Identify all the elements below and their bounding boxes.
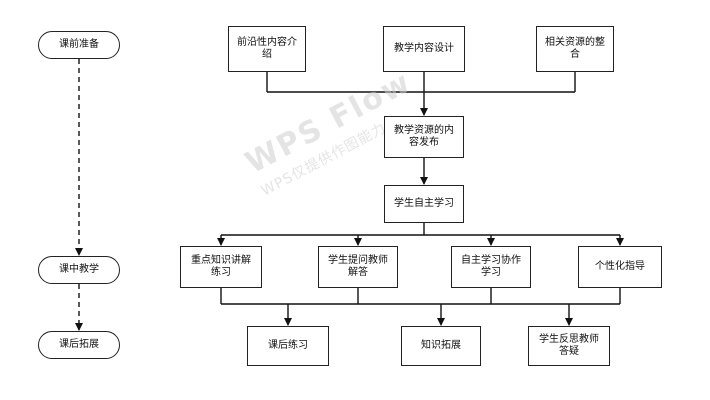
node-reflect-answer: 学生反思教师答疑 [528, 326, 610, 366]
stage-pre-class: 课前准备 [38, 31, 120, 59]
node-frontier-intro: 前沿性内容介绍 [228, 26, 306, 72]
node-knowledge-extend: 知识拓展 [401, 326, 481, 366]
stage-in-class: 课中教学 [38, 256, 120, 284]
node-resource-publish: 教学资源的内容发布 [384, 116, 464, 158]
node-personal-guide: 个性化指导 [578, 246, 662, 288]
node-resource-integration: 相关资源的整合 [536, 26, 614, 72]
node-key-explain: 重点知识讲解练习 [180, 246, 262, 288]
node-collab-study: 自主学习协作学习 [451, 246, 531, 288]
node-self-study: 学生自主学习 [384, 185, 464, 223]
stage-post-class: 课后拓展 [38, 331, 120, 359]
node-student-qa: 学生提问教师解答 [318, 246, 398, 288]
node-content-design: 教学内容设计 [383, 26, 465, 72]
node-after-class-exercise: 课后练习 [247, 326, 329, 366]
